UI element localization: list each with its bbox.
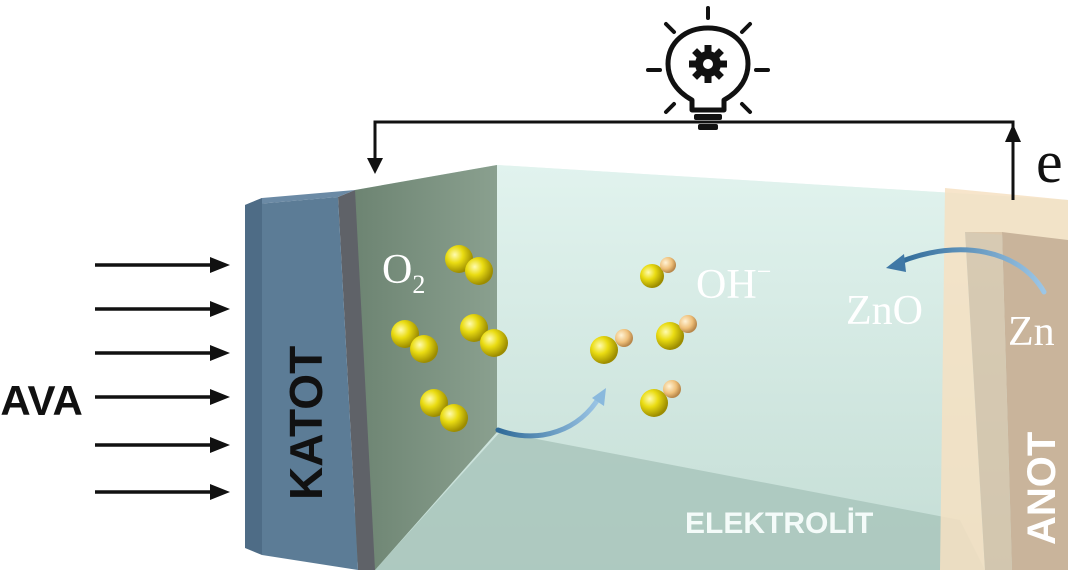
reaction-arrow-icon [495, 388, 606, 439]
hydroxide-label-superscript: − [757, 257, 772, 286]
oxygen-label-subscript: 2 [412, 270, 425, 299]
hydroxide-ion [656, 315, 697, 350]
oxygen-molecule [445, 245, 493, 285]
anode: ANOT [965, 232, 1068, 570]
electrolyte-floor [375, 432, 985, 570]
electron-label: e [1036, 129, 1063, 195]
cathode-front-face [245, 197, 358, 570]
oxygen-molecules [391, 245, 508, 432]
reaction-arrow-icon [886, 247, 1047, 295]
air-flow-arrow-icon [95, 389, 230, 405]
electrolyte-label: ELEKTROLİT [685, 507, 873, 540]
hydroxide-label-main: OH [696, 262, 757, 308]
hydroxide-ion [590, 329, 633, 364]
air-flow-arrow-icon [95, 301, 230, 317]
air-flow-arrow-icon [95, 345, 230, 361]
air-flow-arrow-icon [95, 437, 230, 453]
oxygen-molecule [420, 389, 468, 432]
lightbulb-gear-icon [646, 6, 770, 130]
current-collector [338, 190, 375, 570]
zinc-label: Zn [1008, 309, 1055, 355]
oxygen-molecule [460, 314, 508, 357]
hydroxide-label: OH− [696, 257, 771, 308]
hydroxide-ion [640, 380, 681, 417]
air-flow-arrows [95, 257, 230, 500]
anode-face [1002, 232, 1068, 570]
zinc-oxide-label: ZnO [846, 288, 923, 334]
cathode-label: KATOT [280, 346, 332, 500]
hydroxide-ions [590, 257, 697, 417]
oxygen-label: O2 [382, 247, 425, 299]
electron-flow-arrow-icon [1005, 124, 1021, 200]
cathode-left-edge [245, 198, 262, 555]
hydroxide-ion [640, 257, 676, 288]
oxygen-label-main: O [382, 247, 412, 293]
air-flow-arrow-icon [95, 484, 230, 500]
air-label: HAVA [0, 377, 83, 424]
cathode-top-edge [245, 190, 355, 205]
wire-arrowhead-cathode [367, 158, 383, 174]
anode-back-panel [940, 188, 1068, 570]
air-flow-arrow-icon [95, 257, 230, 273]
oxygen-molecule [391, 320, 438, 363]
anode-edge [965, 232, 1012, 570]
anode-label: ANOT [1020, 432, 1064, 545]
